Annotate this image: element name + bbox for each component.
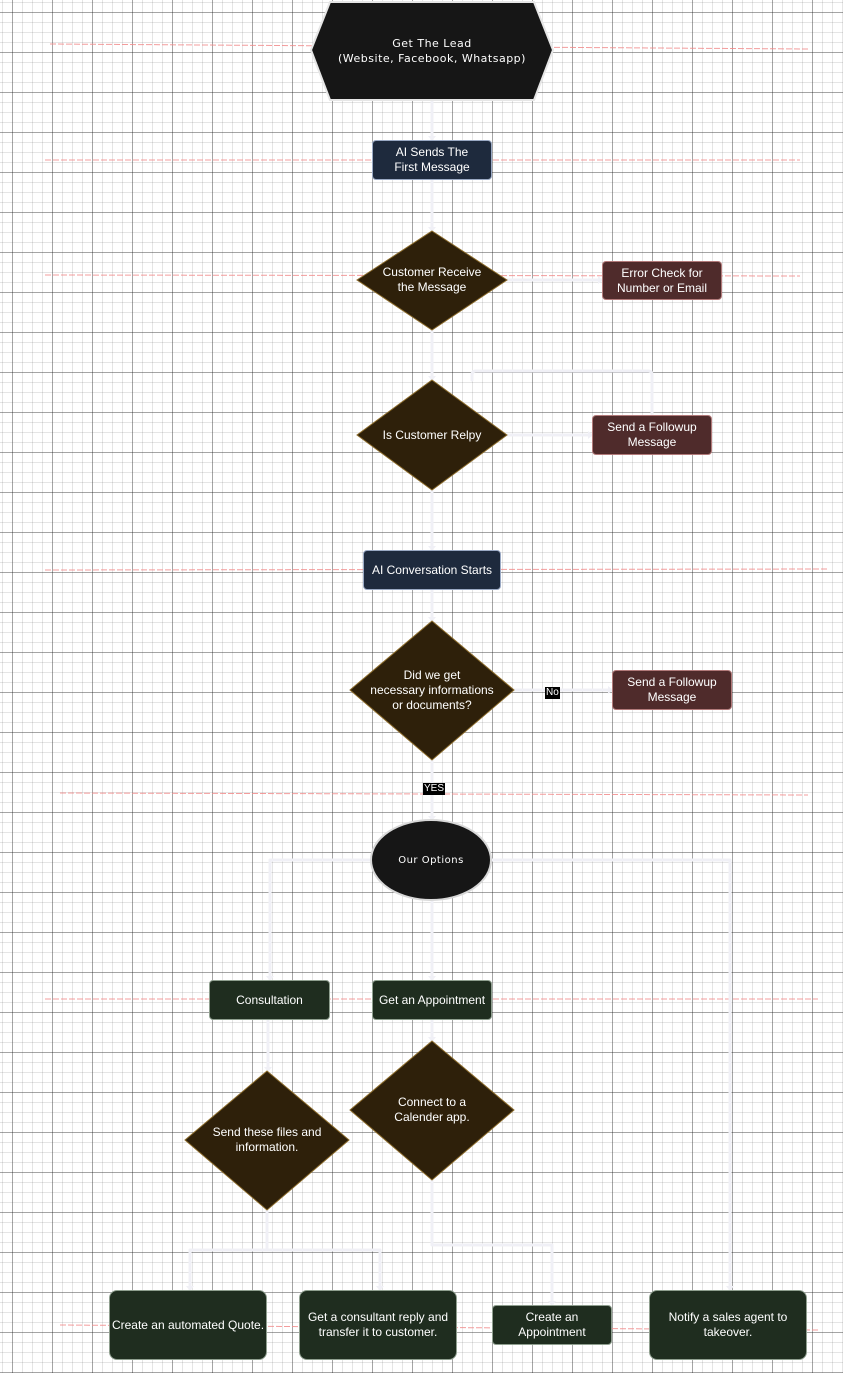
arrowhead [266, 976, 274, 981]
edge-options-to-consultation [268, 858, 374, 982]
lane-line [44, 568, 829, 571]
edge-calendar-to-create-appt [430, 1178, 554, 1307]
options-ellipse[interactable] [370, 819, 492, 901]
docs-diamond[interactable] [349, 620, 515, 761]
calendar-diamond[interactable] [349, 1040, 515, 1181]
lead-label: Get The Lead (Website, Facebook, Whatsap… [338, 37, 526, 65]
send-files-diamond[interactable] [184, 1070, 350, 1211]
arrowhead [264, 1067, 272, 1072]
error-check-node[interactable]: Error Check for Number or Email [602, 261, 722, 300]
followup-message-node-1[interactable]: Send a Followup Message [592, 415, 712, 455]
send-files-label: Send these files and information. [212, 1125, 322, 1154]
lane-line [59, 792, 809, 796]
edge-label-no: No [545, 687, 560, 699]
arrowhead [588, 431, 593, 439]
arrowhead [428, 1037, 436, 1042]
arrowheads [186, 136, 734, 1306]
arrowhead [428, 976, 436, 981]
edge-files-to-quote [188, 1208, 269, 1292]
consultation-node[interactable]: Consultation [209, 980, 330, 1020]
arrowhead [428, 136, 436, 141]
arrowhead [428, 816, 436, 821]
reply-diamond[interactable] [356, 379, 508, 491]
arrowhead [428, 227, 436, 232]
edge-files-to-consultant [265, 1248, 382, 1292]
arrowhead [428, 617, 436, 622]
connectors [188, 98, 732, 1307]
arrowhead [598, 276, 603, 284]
edge-label-yes: YES [423, 783, 446, 795]
edge-followup-loop [470, 369, 654, 417]
consultant-reply-node[interactable]: Get a consultant reply and transfer it t… [299, 1290, 457, 1360]
receive-label: Customer Receive the Message [382, 265, 482, 294]
sales-agent-node[interactable]: Notify a sales agent to takeover. [649, 1290, 807, 1360]
followup-message-node-2[interactable]: Send a Followup Message [612, 670, 732, 710]
arrowhead [186, 1286, 194, 1291]
arrowhead [428, 546, 436, 551]
arrowhead [726, 1286, 734, 1291]
docs-label: Did we get necessary informations or doc… [370, 667, 494, 712]
reply-label: Is Customer Relpy [382, 427, 482, 442]
appointment-node[interactable]: Get an Appointment [372, 980, 492, 1020]
options-label: Our Options [398, 854, 464, 866]
create-appointment-node[interactable]: Create an Appointment [492, 1305, 612, 1345]
receive-diamond[interactable] [356, 230, 508, 331]
arrowhead [608, 686, 613, 694]
diamond-shapes [184, 230, 515, 1211]
calendar-label: Connect to a Calender app. [394, 1095, 470, 1124]
lead-hexagon[interactable] [309, 1, 555, 101]
automated-quote-node[interactable]: Create an automated Quote. [109, 1290, 267, 1360]
arrowhead [428, 376, 436, 381]
arrowhead [376, 1286, 384, 1291]
edge-options-to-sales [488, 858, 732, 1292]
ai-first-message-node[interactable]: AI Sends The First Message [372, 140, 492, 180]
ai-conversation-node[interactable]: AI Conversation Starts [363, 550, 501, 590]
arrowhead [548, 1301, 556, 1306]
